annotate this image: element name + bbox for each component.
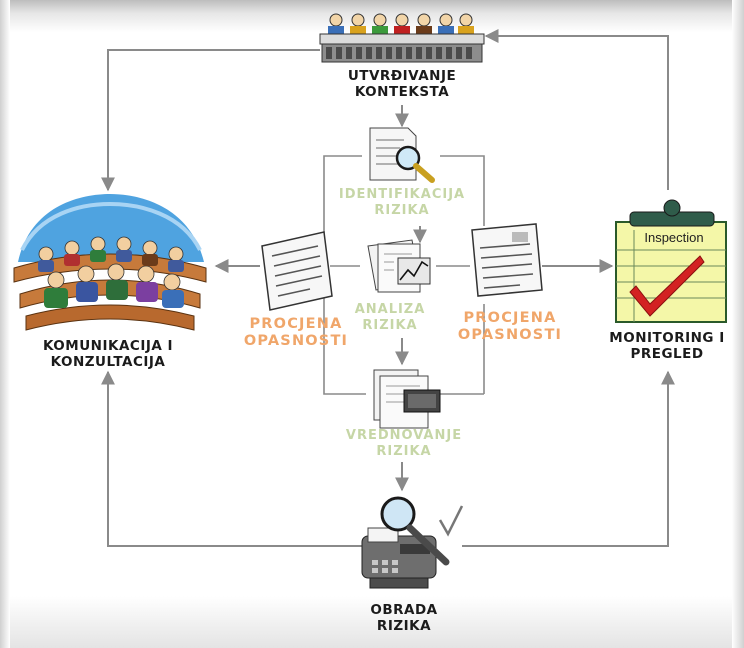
label-evaluation: VREDNOVANJE RIZIKA [345, 428, 463, 459]
label-hazard-left: PROCJENA OPASNOSTI [243, 316, 349, 349]
clipboard-text: Inspection [644, 230, 703, 245]
document-icon-right [471, 223, 543, 297]
label-identification: IDENTIFIKACIJA RIZIKA [338, 187, 466, 218]
arrow-treatment-to-monitoring [462, 370, 675, 547]
outer-loop-lines [101, 29, 675, 547]
label-context: UTVRĐIVANJE KONTEKSTA [347, 68, 457, 100]
arrow-context-to-communication [101, 49, 320, 192]
chart-documents-icon [367, 239, 431, 293]
label-analysis: ANALIZA RIZIKA [354, 302, 426, 333]
clipboard-inspection-icon [615, 199, 727, 323]
label-monitoring: MONITORING I PREGLED [609, 330, 725, 362]
magnifier-document-icon [369, 127, 435, 183]
label-communication: KOMUNIKACIJA I KONZULTACIJA [42, 338, 174, 370]
document-icon-left [261, 231, 333, 311]
audience-icon [13, 194, 207, 331]
label-treatment: OBRADA RIZIKA [370, 602, 438, 634]
fax-magnifier-icon [361, 496, 464, 589]
label-hazard-right: PROCJENA OPASNOSTI [457, 310, 563, 343]
jury-panel-icon [319, 13, 485, 63]
arrow-monitoring-to-context [484, 29, 669, 190]
arrow-treatment-to-communication [101, 370, 362, 547]
document-monitor-icon [373, 369, 441, 429]
